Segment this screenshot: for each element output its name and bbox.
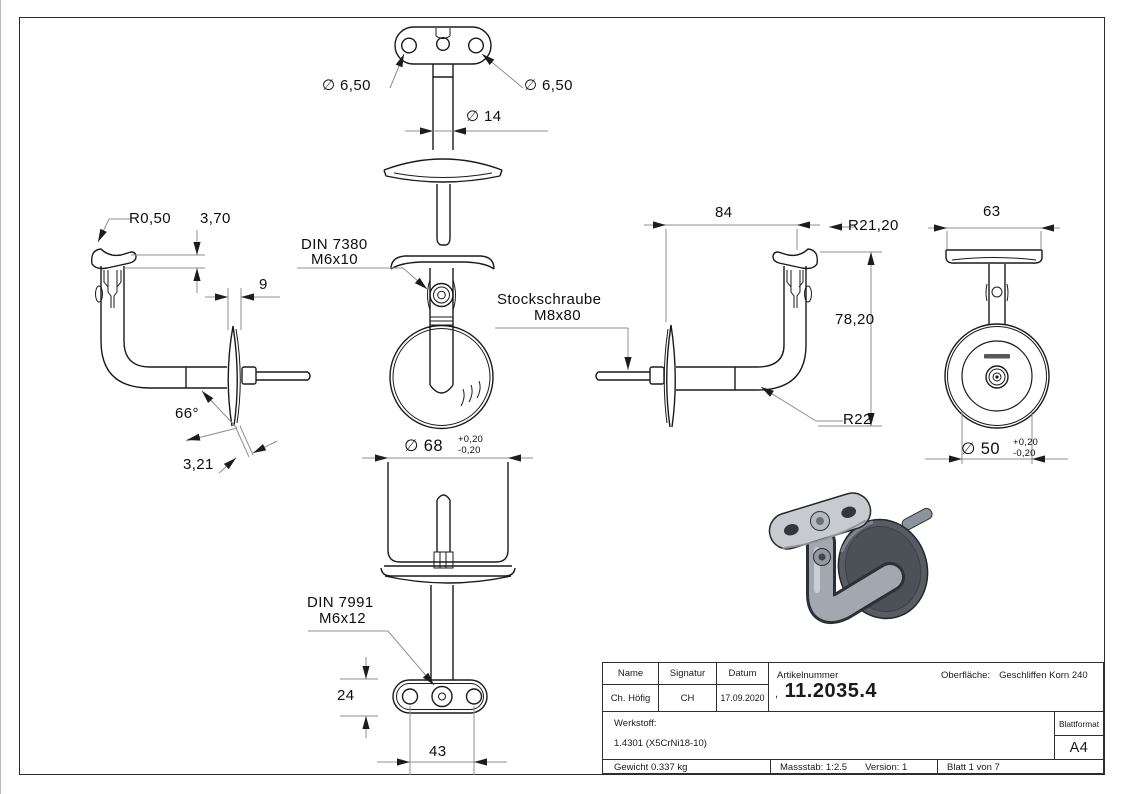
dim-saddle-width: 63 xyxy=(983,203,1001,220)
dim-disc-dia-front: ∅ 68 xyxy=(404,437,443,455)
right-view-dimensions xyxy=(644,221,882,427)
blattformat-cell: Blattformat A4 xyxy=(1054,712,1103,759)
dim-hole-dia-left: ∅ 6,50 xyxy=(322,77,371,94)
left-view-dimensions xyxy=(97,218,280,474)
artikelnummer-cell: Artikelnummer Oberfläche: Geschliffen Ko… xyxy=(769,663,1103,711)
title-block-row-3: Gewicht 0.337 kg Massstab: 1:2.5 Version… xyxy=(603,760,1103,775)
dim-lip-radius: R0,50 xyxy=(129,210,172,227)
dim-angle: 66° xyxy=(175,405,199,422)
blattformat-label: Blattformat xyxy=(1055,712,1103,736)
oberflaeche: Oberfläche: Geschliffen Korn 240 xyxy=(941,670,1088,681)
drawing-frame xyxy=(19,17,1105,775)
title-block-row-1: Name Ch. Höfig Signatur CH Datum 17.09.2… xyxy=(603,663,1103,712)
top-view xyxy=(383,26,503,246)
datum-value: 17.09.2020 xyxy=(720,693,765,703)
dim-height: 78,20 xyxy=(835,311,875,328)
note-stockschraube-line1: Stockschraube xyxy=(497,291,602,308)
bottom-view xyxy=(392,679,488,714)
front-view-dimensions xyxy=(297,267,632,462)
blatt-value: Blatt 1 von 7 xyxy=(947,762,1000,773)
name-label: Name xyxy=(603,663,658,685)
oberflaeche-value: Geschliffen Korn 240 xyxy=(999,670,1088,681)
signatur-value: CH xyxy=(680,692,695,704)
tolerance-minus: -0,20 xyxy=(1013,447,1036,459)
dim-disc-thickness: 9 xyxy=(259,276,268,293)
blattformat-value: A4 xyxy=(1069,739,1089,756)
top-view-dimensions xyxy=(389,53,548,135)
dim-saddle-radius: R21,20 xyxy=(848,217,899,234)
title-block-row-2: Werkstoff: 1.4301 (X5CrNi18-10) Blattfor… xyxy=(603,712,1103,760)
artikelnummer-number: 11.2035.4 xyxy=(784,680,877,702)
note-din7991-line1: DIN 7991 xyxy=(307,594,374,611)
note-din7991-line2: M6x12 xyxy=(319,610,367,627)
oberflaeche-label: Oberfläche: xyxy=(941,670,991,681)
front-view xyxy=(389,255,495,430)
dim-hole-spacing: 43 xyxy=(429,743,447,760)
artikelnummer-prefix: , xyxy=(775,688,779,700)
signatur-label: Signatur xyxy=(659,663,716,685)
tolerance-disc-front: +0,20 -0,20 xyxy=(458,434,484,456)
gewicht-value: Gewicht 0.337 kg xyxy=(614,762,688,773)
disc-marking xyxy=(984,354,1010,359)
massstab-value: Massstab: 1:2.5 xyxy=(780,762,848,773)
rear-view-dimensions xyxy=(925,224,1068,464)
dim-lip-height: 3,70 xyxy=(200,210,231,227)
datum-column: Datum 17.09.2020 xyxy=(717,663,769,711)
tolerance-disc-rear: +0,20 -0,20 xyxy=(1013,437,1039,459)
dim-plate-width: 24 xyxy=(337,687,355,704)
title-block: Name Ch. Höfig Signatur CH Datum 17.09.2… xyxy=(602,662,1104,775)
dim-edge-thickness: 3,21 xyxy=(183,456,214,473)
werkstoff-value: 1.4301 (X5CrNi18-10) xyxy=(614,738,707,749)
tolerance-plus: +0,20 xyxy=(458,434,484,445)
rear-view xyxy=(944,249,1050,429)
artikelnummer-label: Artikelnummer xyxy=(777,670,839,681)
dim-bend-radius: R22 xyxy=(843,411,872,428)
massstab-cell: Massstab: 1:2.5 Version: 1 xyxy=(771,760,938,775)
blatt-cell: Blatt 1 von 7 xyxy=(938,760,1103,775)
artikelnummer-value: , 11.2035.4 xyxy=(775,680,877,703)
left-view xyxy=(91,248,311,427)
dim-stem-dia: ∅ 14 xyxy=(466,108,502,125)
right-view xyxy=(595,248,818,428)
tolerance-plus: +0,20 xyxy=(1013,437,1039,448)
isometric-view xyxy=(768,492,933,624)
iso-side-screw-center xyxy=(818,553,826,561)
bottom-view-dimensions xyxy=(308,630,507,775)
gewicht-cell: Gewicht 0.337 kg xyxy=(603,760,771,775)
note-din7380-line2: M6x10 xyxy=(311,251,359,268)
dim-arm-length: 84 xyxy=(715,204,733,221)
name-column: Name Ch. Höfig xyxy=(603,663,659,711)
dim-disc-dia-rear: ∅ 50 xyxy=(961,440,1000,458)
note-stockschraube-line2: M8x80 xyxy=(534,307,582,324)
cup-view xyxy=(380,462,516,680)
iso-plate xyxy=(768,492,872,550)
signatur-column: Signatur CH xyxy=(659,663,717,711)
datum-label: Datum xyxy=(717,663,768,685)
werkstoff-cell: Werkstoff: 1.4301 (X5CrNi18-10) xyxy=(603,712,1054,759)
name-value: Ch. Höfig xyxy=(610,692,651,704)
dim-hole-dia-right: ∅ 6,50 xyxy=(524,77,573,94)
page-edge-line xyxy=(0,0,1,794)
note-din7380-line1: DIN 7380 xyxy=(301,236,368,253)
werkstoff-label: Werkstoff: xyxy=(614,718,657,729)
tolerance-minus: -0,20 xyxy=(458,444,481,456)
version-value: Version: 1 xyxy=(865,762,908,773)
